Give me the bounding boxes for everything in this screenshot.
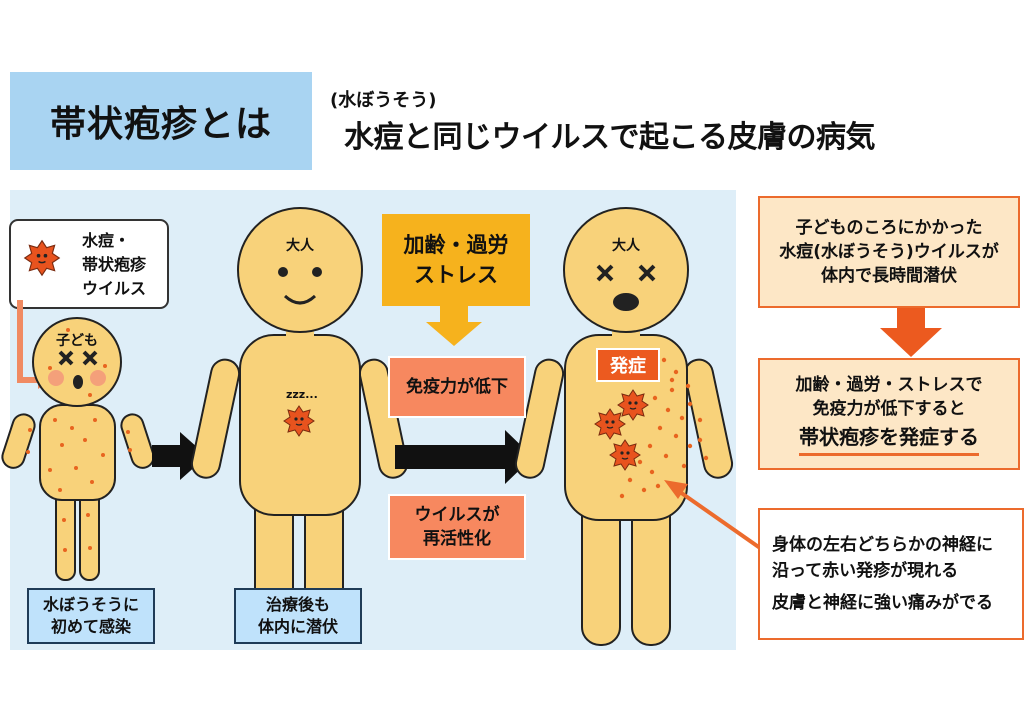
symptom-note-line1: 身体の左右どちらかの神経に: [772, 535, 993, 555]
dormant-virus-icon: [283, 405, 315, 437]
caption-latent-line1: 治療後も: [265, 595, 330, 614]
trigger-box: 加齢・過労 ストレス: [382, 214, 530, 306]
caption-first-infection: 水ぼうそうに 初めて感染: [27, 588, 155, 644]
reactivation-box: ウイルスが 再活性化: [388, 494, 526, 560]
symptom-note-line3: 皮膚と神経に強い痛みがでる: [772, 593, 993, 613]
caption-first-infection-line2: 初めて感染: [50, 617, 131, 636]
flow-box-onset: 加齢・過労・ストレスで 免疫力が低下すると 帯状疱疹を発症する: [758, 358, 1020, 470]
symptom-note-line2: 沿って赤い発疹が現れる: [772, 561, 959, 581]
page-subtitle: 水痘と同じウイルスで起こる皮膚の病気: [344, 120, 876, 155]
symptom-note: 身体の左右どちらかの神経に 沿って赤い発疹が現れる 皮膚と神経に強い痛みがでる: [758, 508, 1024, 640]
caption-first-infection-line1: 水ぼうそうに: [42, 595, 139, 614]
title-banner: 帯状疱疹とは: [10, 72, 312, 170]
active-virus-icon-1: [617, 389, 649, 421]
adult-latent-face: [278, 267, 322, 305]
page-title: 帯状疱疹とは: [49, 104, 272, 145]
child-rash: [26, 328, 132, 552]
sleep-text: zzz...: [286, 388, 318, 401]
trigger-line2: ストレス: [414, 263, 498, 287]
onset-rash: [619, 357, 709, 499]
child-figure: [1, 317, 155, 581]
note-pointer-arrow: [664, 480, 772, 557]
trigger-down-arrow: [426, 305, 482, 346]
flow-box-latency-line1: 子どものころにかかった: [795, 218, 983, 238]
flow-box-latency-line3: 体内で長時間潜伏: [821, 266, 957, 286]
active-virus-icon-3: [609, 439, 641, 471]
onset-badge: 発症: [596, 348, 660, 382]
adult-onset-face: [596, 264, 656, 311]
flow-box-onset-line3: 帯状疱疹を発症する: [799, 421, 979, 456]
virus-callout-line2: 帯状疱疹: [82, 255, 147, 274]
reactivation-line2: 再活性化: [423, 529, 491, 549]
flow-box-onset-line2: 免疫力が低下すると: [812, 398, 966, 419]
flow-box-latency: 子どものころにかかった 水痘(水ぼうそう)ウイルスが 体内で長時間潜伏: [758, 196, 1020, 308]
adult-onset-tag: 大人: [612, 237, 641, 254]
virus-callout-line3: ウイルス: [82, 279, 146, 298]
subtitle-ruby: (水ぼうそう): [330, 90, 437, 111]
arrow-latent-to-onset: [395, 430, 533, 484]
adult-onset-figure: [514, 207, 734, 646]
active-virus-icon-2: [594, 408, 626, 440]
trigger-line1: 加齢・過労: [403, 233, 509, 257]
child-tag: 子ども: [56, 333, 98, 349]
caption-latent-line2: 体内に潜伏: [257, 617, 338, 636]
flow-box-onset-line1: 加齢・過労・ストレスで: [795, 374, 983, 395]
child-face: [48, 350, 106, 389]
reactivation-line1: ウイルスが: [414, 505, 500, 525]
adult-latent-tag: 大人: [286, 237, 315, 254]
flow-down-arrow: [880, 308, 942, 357]
caption-latent: 治療後も 体内に潜伏: [234, 588, 362, 644]
virus-icon: [24, 240, 60, 276]
flow-box-latency-line2: 水痘(水ぼうそう)ウイルスが: [779, 242, 999, 262]
immunity-drop-box: 免疫力が低下: [388, 356, 526, 418]
virus-callout-line1: 水痘・: [82, 231, 130, 250]
immunity-drop-text: 免疫力が低下: [406, 377, 508, 397]
